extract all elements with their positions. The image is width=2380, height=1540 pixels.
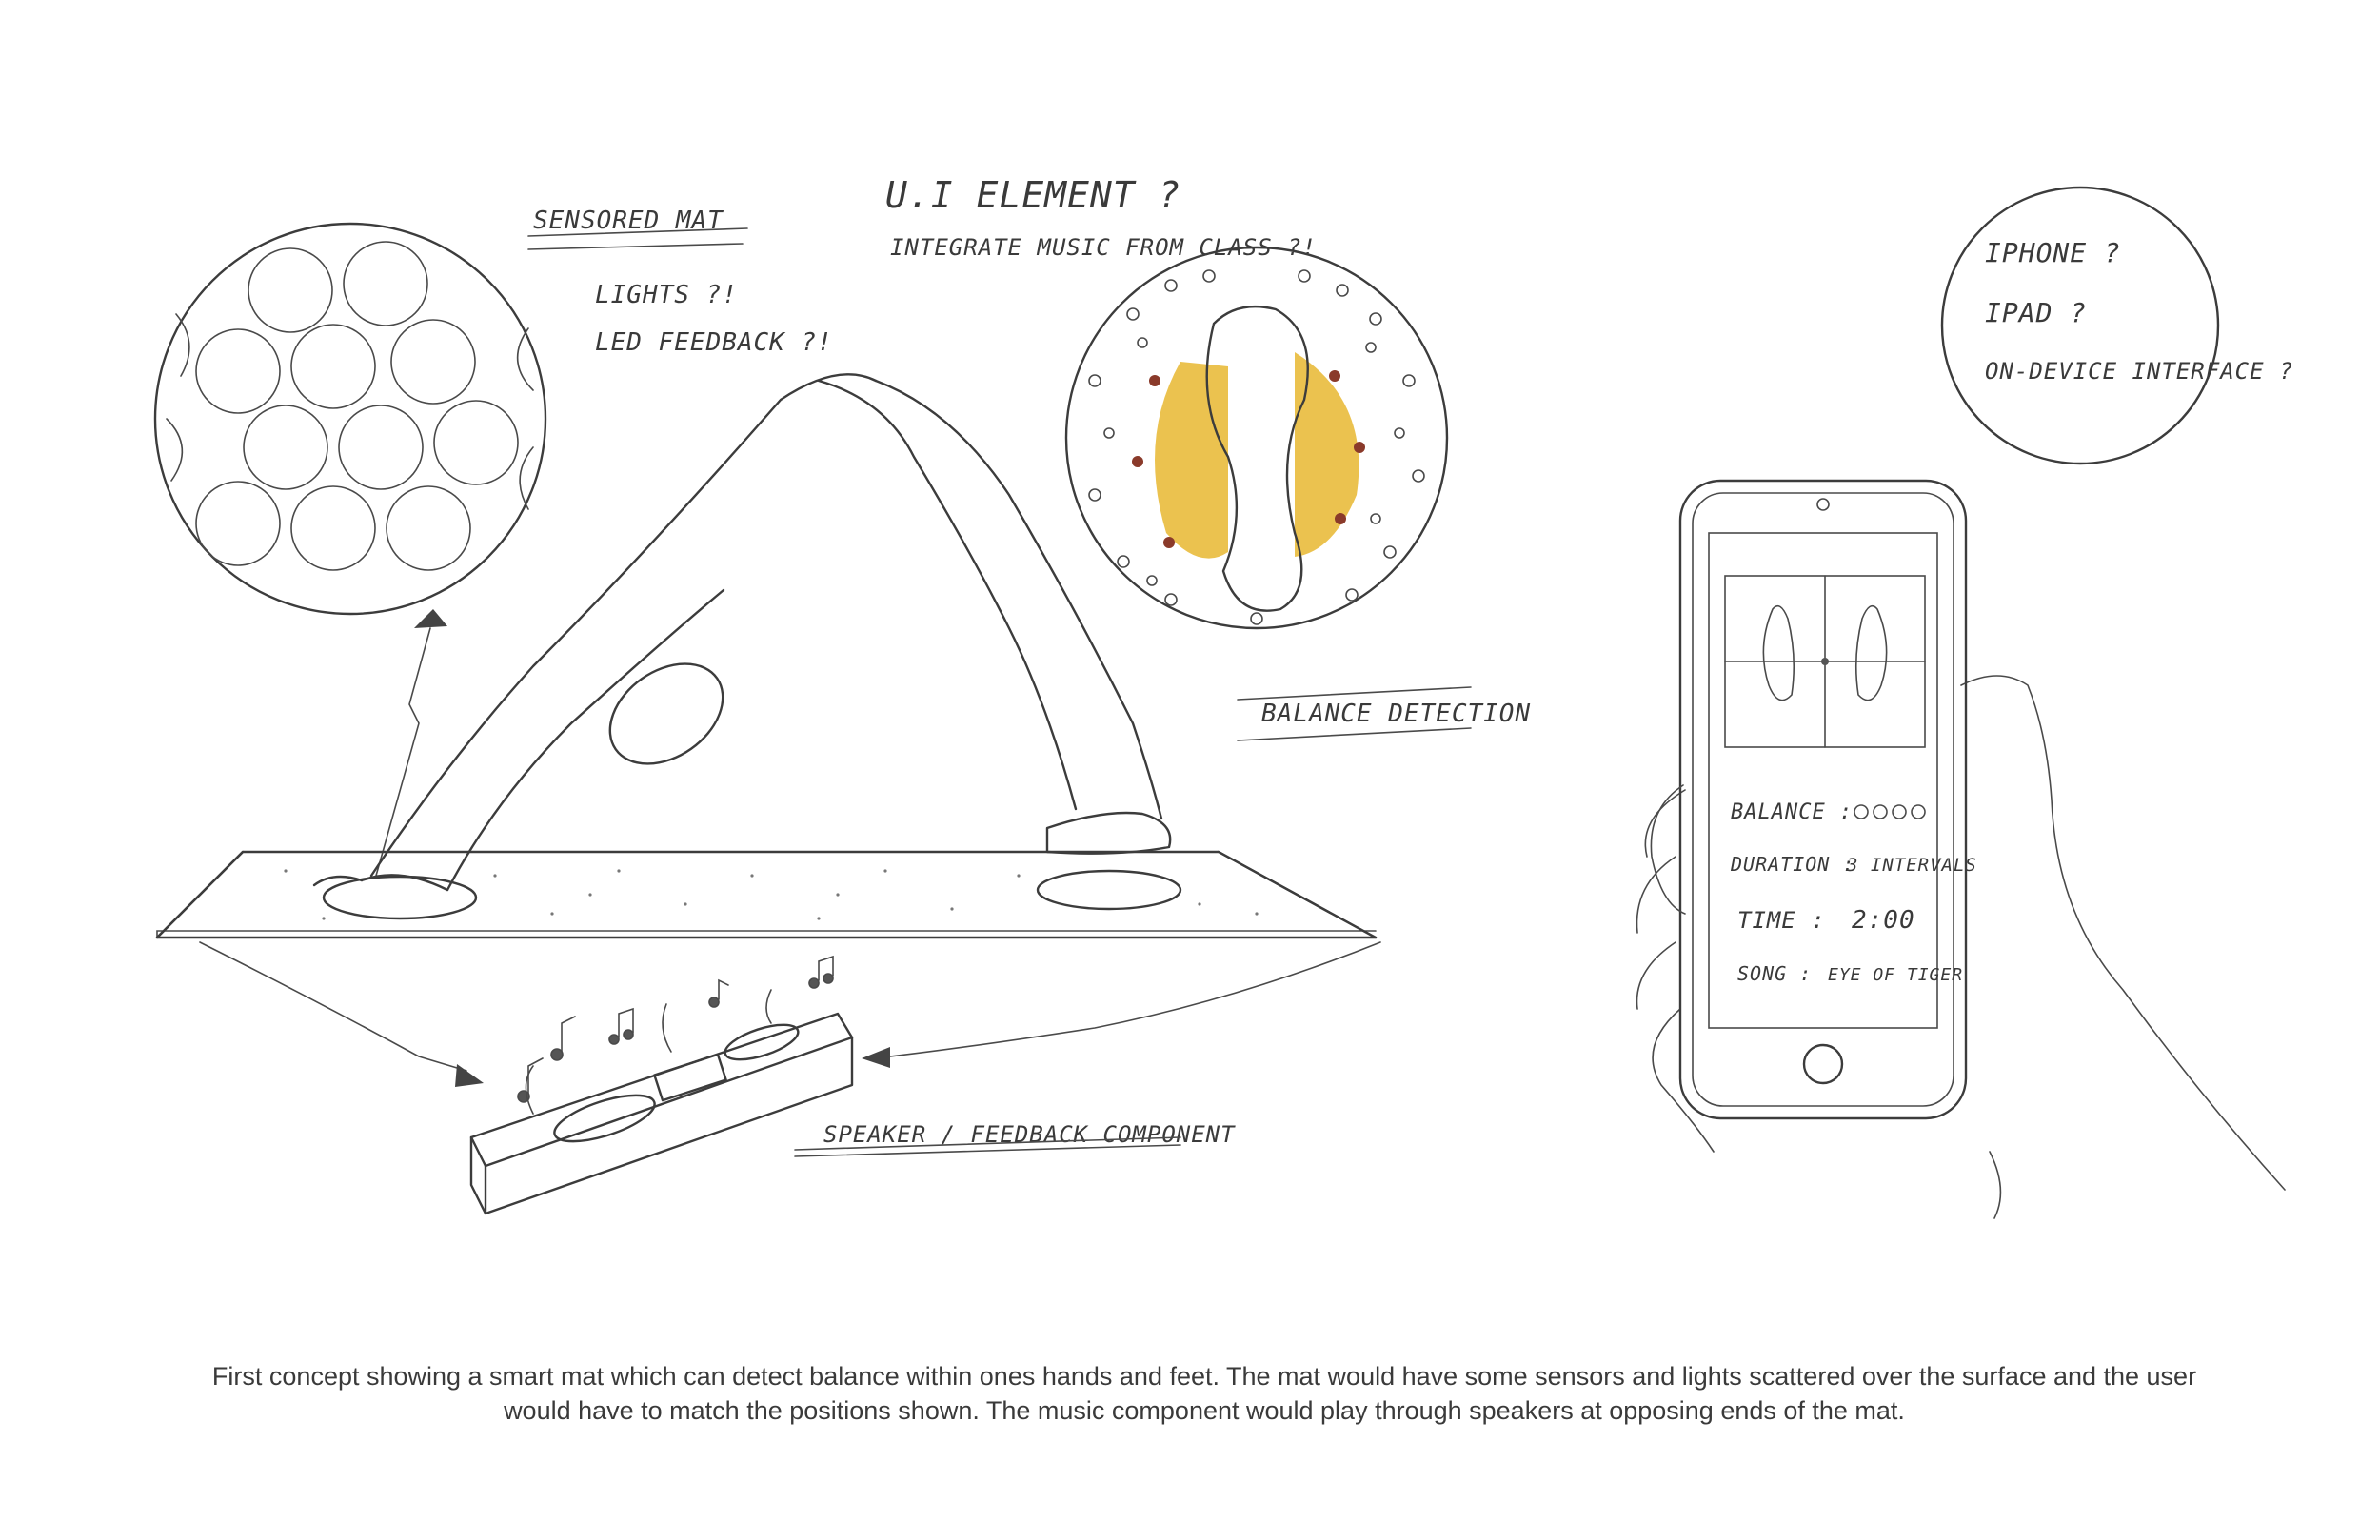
time-label: TIME :: [1737, 907, 1826, 934]
caption: First concept showing a smart mat which …: [211, 1362, 2197, 1425]
arrow-head: [414, 609, 447, 628]
song-value: EYE OF TIGER: [1828, 965, 1963, 985]
duration-value: 3 INTERVALS: [1846, 855, 1977, 876]
sensored-mat-detail-circle: [153, 222, 547, 616]
lights-note: LIGHTS ?!: [595, 281, 738, 309]
phone-screen-info: BALANCE : DURATION : 3 INTERVALS TIME : …: [1730, 800, 1977, 985]
hand-holding-phone: [1636, 675, 2286, 1219]
duration-label: DURATION :: [1730, 853, 1854, 876]
sensored-mat-note: SENSORED MAT LIGHTS ?! LED FEEDBACK ?!: [527, 207, 833, 357]
device-question-circle: IPHONE ? IPAD ? ON-DEVICE INTERFACE ?: [1940, 186, 2293, 465]
on-device-interface-note: ON-DEVICE INTERFACE ?: [1985, 358, 2293, 385]
led-feedback-note: LED FEEDBACK ?!: [595, 328, 833, 357]
balance-label: BALANCE :: [1731, 800, 1853, 824]
right-arrow-head: [862, 1047, 890, 1068]
time-value: 2:00: [1852, 906, 1915, 935]
ui-element-label: U.I ELEMENT ?: [885, 174, 1180, 216]
right-arrow-line: [889, 941, 1381, 1057]
balance-detection-label: BALANCE DETECTION: [1261, 700, 1531, 728]
balance-detection-circle: [1064, 246, 1449, 630]
speaker-note: SPEAKER / FEEDBACK COMPONENT: [794, 1121, 1236, 1157]
song-label: SONG :: [1737, 962, 1812, 985]
left-arrow-head: [455, 1064, 484, 1087]
thumb-overlay: [1650, 784, 1686, 915]
ipad-note: IPAD ?: [1985, 297, 2087, 328]
yoga-figure: [312, 373, 1172, 892]
left-arrow-line: [199, 941, 467, 1072]
yoga-mat: [155, 850, 1378, 939]
balance-detection-note: BALANCE DETECTION: [1237, 686, 1531, 741]
speaker-component-label: SPEAKER / FEEDBACK COMPONENT: [823, 1121, 1236, 1148]
pointer-line: [375, 627, 431, 877]
phone: BALANCE : DURATION : 3 INTERVALS TIME : …: [1678, 479, 1977, 1120]
speaker-component: [469, 955, 854, 1215]
iphone-note: IPHONE ?: [1985, 237, 2121, 268]
